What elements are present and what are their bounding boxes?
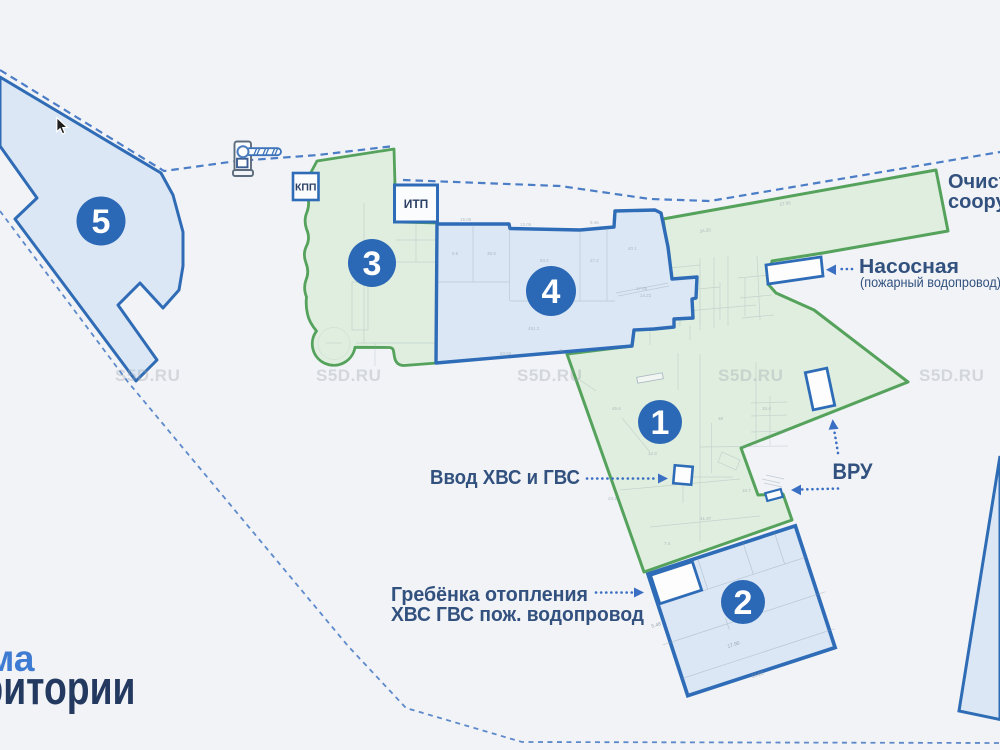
svg-text:S5D.RU: S5D.RU <box>517 366 582 385</box>
svg-text:14.23: 14.23 <box>640 293 652 298</box>
svg-text:территории: территории <box>0 661 136 714</box>
svg-text:10.7: 10.7 <box>742 488 751 493</box>
svg-text:S5D.RU: S5D.RU <box>115 366 180 385</box>
svg-text:83.2: 83.2 <box>540 258 549 263</box>
svg-text:3: 3 <box>363 245 382 283</box>
svg-text:12.3: 12.3 <box>648 451 657 456</box>
svg-text:ВРУ: ВРУ <box>833 459 873 484</box>
svg-text:34.20: 34.20 <box>699 227 711 234</box>
svg-text:КПП: КПП <box>295 182 317 194</box>
svg-text:7.4: 7.4 <box>664 541 671 546</box>
svg-text:3: 3 <box>560 348 563 353</box>
svg-text:5: 5 <box>92 203 111 241</box>
svg-text:23.1: 23.1 <box>608 496 617 501</box>
svg-text:ИТП: ИТП <box>404 197 429 211</box>
svg-text:2: 2 <box>734 584 753 622</box>
svg-text:9.6: 9.6 <box>452 251 459 256</box>
svg-text:41.97: 41.97 <box>700 516 712 521</box>
svg-text:38: 38 <box>718 416 724 421</box>
svg-text:451.2: 451.2 <box>528 326 540 331</box>
svg-text:18.20: 18.20 <box>751 670 765 680</box>
svg-text:Гребёнка отопления: Гребёнка отопления <box>391 584 588 606</box>
svg-text:13.05: 13.05 <box>520 222 532 227</box>
svg-text:17.05: 17.05 <box>636 286 648 291</box>
svg-text:5.48: 5.48 <box>651 621 662 630</box>
svg-text:ХВС ГВС пож. водопровод: ХВС ГВС пож. водопровод <box>391 604 644 626</box>
svg-text:S5D.RU: S5D.RU <box>718 366 783 385</box>
svg-text:1: 1 <box>651 404 670 442</box>
svg-text:53.56: 53.56 <box>500 351 512 356</box>
svg-text:9.46: 9.46 <box>590 220 599 225</box>
svg-text:(пожарный водопровод): (пожарный водопровод) <box>860 275 1000 290</box>
svg-text:Насосная: Насосная <box>859 256 959 278</box>
svg-text:4: 4 <box>542 273 561 311</box>
svg-text:27.2: 27.2 <box>590 258 599 263</box>
svg-text:17.90: 17.90 <box>727 640 741 650</box>
svg-text:S5D.RU: S5D.RU <box>316 366 381 385</box>
svg-text:35.9: 35.9 <box>487 251 496 256</box>
svg-text:57.95: 57.95 <box>779 200 791 207</box>
svg-text:Очистные: Очистные <box>948 171 1000 193</box>
svg-text:Схема: Схема <box>0 638 35 679</box>
svg-text:Ввод ХВС и ГВС: Ввод ХВС и ГВС <box>430 467 580 489</box>
svg-text:15.05: 15.05 <box>460 217 472 222</box>
svg-text:45.6: 45.6 <box>612 406 621 411</box>
svg-text:S5D.RU: S5D.RU <box>919 366 984 385</box>
svg-text:40.1: 40.1 <box>628 246 637 251</box>
svg-text:сооружения: сооружения <box>948 191 1000 213</box>
svg-text:15.4: 15.4 <box>762 406 771 411</box>
